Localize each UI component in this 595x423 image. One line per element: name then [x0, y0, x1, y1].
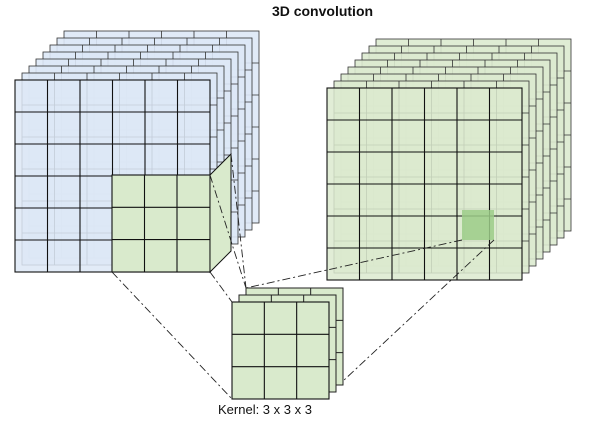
kernel-volume — [231, 287, 344, 400]
output-front-sheet — [326, 87, 523, 281]
connector-line — [209, 271, 233, 303]
receptive-field-side — [209, 152, 232, 274]
connector-lines — [111, 153, 495, 400]
kernel-front-sheet — [231, 301, 330, 400]
kernel-caption: Kernel: 3 x 3 x 3 — [218, 402, 312, 417]
receptive-field — [111, 152, 232, 274]
connector-line — [245, 239, 463, 289]
output-voxel-highlight — [462, 210, 494, 240]
connector-line — [111, 271, 233, 400]
input-volume — [14, 30, 260, 274]
connector-line — [209, 174, 247, 289]
connector-line — [230, 153, 247, 289]
connector-line — [342, 239, 495, 382]
output-volume — [326, 38, 572, 281]
diagram-title: 3D convolution — [271, 3, 374, 19]
